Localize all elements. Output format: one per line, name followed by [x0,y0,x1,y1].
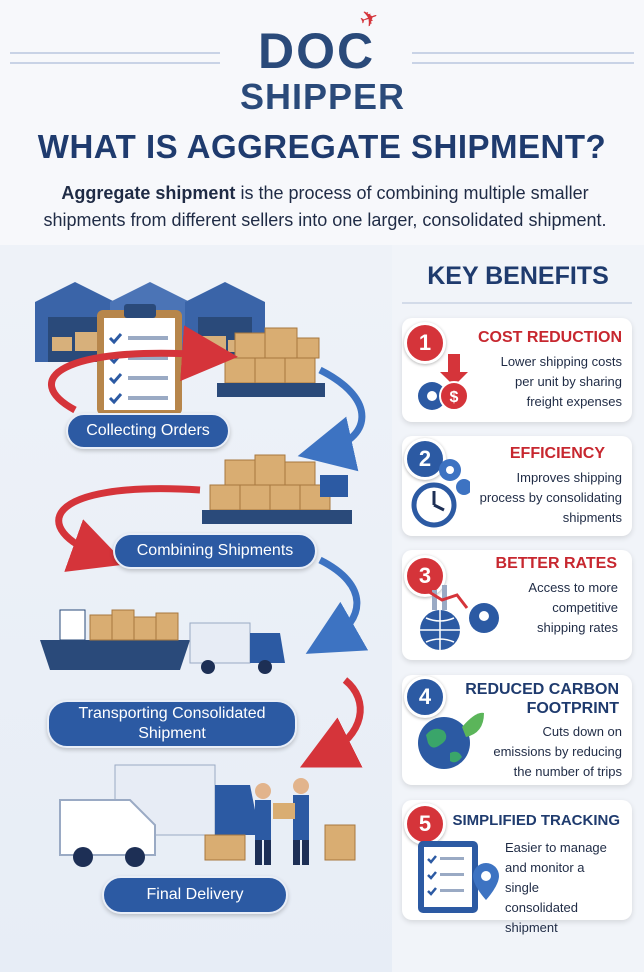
boxes-on-pallet-illustration [217,327,325,397]
benefit-description: Access to more competitive shipping rate… [528,580,618,635]
benefit-title: REDUCED CARBON FOOTPRINT [465,681,619,717]
benefit-number: 4 [404,676,446,718]
benefit-description: Easier to manage and monitor a single co… [505,840,607,935]
decorative-line [412,62,634,64]
logo-wordmark-sub: SHIPPER [240,76,406,117]
benefit-description: Cuts down on emissions by reducing the n… [493,724,622,779]
step-label-collecting-orders: Collecting Orders [66,413,230,449]
benefit-description: Improves shipping process by consolidati… [479,470,622,525]
decorative-line [412,52,634,54]
benefits-title: KEY BENEFITS [427,262,609,290]
benefit-title: SIMPLIFIED TRACKING [452,812,621,829]
delivery-illustration [59,764,356,867]
ship-and-truck-illustration [40,609,285,674]
clipboard-illustration [97,304,182,415]
earth-leaf-icon [418,712,484,769]
intro-definition: is the process of combining multiple sma… [43,183,607,230]
intro-term: Aggregate shipment [61,183,236,203]
benefit-title: COST REDUCTION [478,329,622,346]
benefit-title: BETTER RATES [495,555,617,572]
benefit-number: 2 [404,438,446,480]
benefit-number: 1 [404,322,446,364]
header [0,0,644,245]
step-label-transporting: Transporting Consolidated Shipment [47,700,297,748]
step-label-final-delivery: Final Delivery [102,876,288,914]
benefit-number: 3 [404,555,446,597]
benefit-title: EFFICIENCY [509,445,605,462]
gears-clock-icon [411,459,470,528]
divider [402,302,632,304]
flow-arrows [48,325,369,768]
decorative-line [10,52,220,54]
page-title: WHAT IS AGGREGATE SHIPMENT? [37,128,607,165]
decorative-line [10,62,220,64]
step-label-combining-shipments: Combining Shipments [113,533,317,569]
benefit-description: Lower shipping costs per unit by sharing… [500,354,622,409]
clipboard-pin-icon [418,841,499,913]
globe-chart-icon [420,585,499,650]
intro-text: Aggregate shipment is the process of com… [20,180,630,234]
logo-wordmark: DOC [258,23,376,79]
cost-reduction-icon: $ [418,354,469,411]
svg-text:$: $ [450,389,459,406]
